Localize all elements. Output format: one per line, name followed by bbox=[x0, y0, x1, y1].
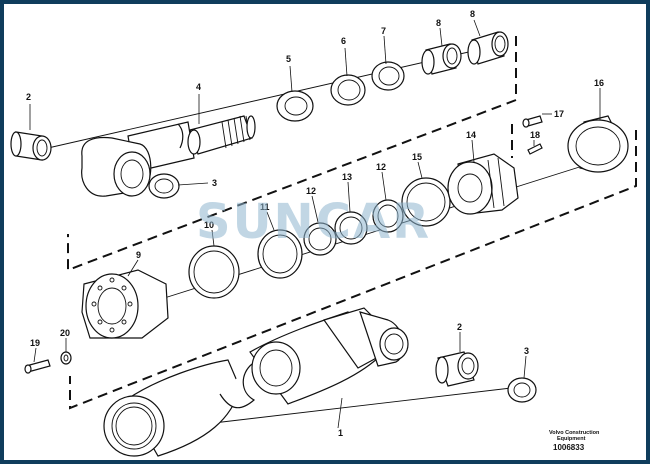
exploded-parts-diagram: 1 2 3 4 5 6 7 8 8 9 10 11 12 12 13 14 15… bbox=[10, 9, 637, 457]
label-part-3-top: 3 bbox=[212, 178, 217, 188]
label-part-16: 16 bbox=[594, 78, 604, 88]
rod-eye bbox=[81, 136, 152, 197]
cylinder-head-part-14 bbox=[447, 153, 519, 215]
washer-part-20 bbox=[60, 351, 72, 365]
screw-part-17 bbox=[522, 115, 543, 128]
ring-part-6 bbox=[330, 74, 366, 106]
label-part-2-bottom: 2 bbox=[457, 322, 462, 332]
caption-line-1: Volvo Construction bbox=[549, 430, 600, 436]
label-part-12-b: 12 bbox=[376, 162, 386, 172]
label-part-19: 19 bbox=[30, 338, 40, 348]
caption-line-2: Equipment bbox=[557, 436, 586, 442]
seal-part-13 bbox=[334, 211, 368, 245]
watermark: SUNCAR bbox=[196, 194, 431, 250]
ring-part-5 bbox=[276, 90, 314, 122]
bushing-part-2-bottom bbox=[435, 351, 479, 387]
label-part-17: 17 bbox=[554, 109, 564, 119]
label-part-5: 5 bbox=[286, 54, 291, 64]
seal-part-11 bbox=[257, 229, 303, 279]
backup-ring-part-12-a bbox=[303, 222, 337, 256]
label-part-9: 9 bbox=[136, 250, 141, 260]
label-part-10: 10 bbox=[204, 220, 214, 230]
label-part-14: 14 bbox=[466, 130, 476, 140]
bushing-part-2-top bbox=[10, 131, 52, 161]
ring-part-7 bbox=[371, 61, 405, 91]
upper-group-outline bbox=[67, 36, 517, 272]
label-part-18: 18 bbox=[530, 130, 540, 140]
label-part-3-bottom: 3 bbox=[524, 346, 529, 356]
middle-group-outline bbox=[69, 130, 637, 410]
label-part-7: 7 bbox=[381, 26, 386, 36]
bushing-part-8-b bbox=[467, 31, 509, 65]
cylinder-tube-part-1 bbox=[103, 307, 409, 457]
leader-lines bbox=[29, 19, 601, 429]
seal-ring-part-3-top bbox=[148, 173, 180, 199]
pin-part-18 bbox=[527, 143, 543, 155]
label-part-8-b: 8 bbox=[470, 9, 475, 19]
label-part-8-a: 8 bbox=[436, 18, 441, 28]
label-part-2-top: 2 bbox=[26, 92, 31, 102]
label-part-15: 15 bbox=[412, 152, 422, 162]
seal-part-15 bbox=[401, 177, 451, 227]
wear-ring-part-10 bbox=[188, 245, 240, 299]
label-part-4: 4 bbox=[196, 82, 201, 92]
label-part-20: 20 bbox=[60, 328, 70, 338]
backup-ring-part-12-b bbox=[372, 199, 404, 233]
label-part-11: 11 bbox=[260, 202, 270, 212]
bushing-part-8-a bbox=[421, 43, 462, 75]
label-part-6: 6 bbox=[341, 36, 346, 46]
label-part-1: 1 bbox=[338, 428, 343, 438]
piston-part-9 bbox=[81, 269, 169, 339]
bolt-part-19 bbox=[24, 359, 51, 374]
label-part-12-a: 12 bbox=[306, 186, 316, 196]
part-labels: 1 2 3 4 5 6 7 8 8 9 10 11 12 12 13 14 15… bbox=[26, 9, 604, 438]
seal-ring-part-3-bottom bbox=[507, 377, 537, 403]
guide-ring-part-16 bbox=[567, 115, 629, 173]
label-part-13: 13 bbox=[342, 172, 352, 182]
document-number: 1006833 bbox=[553, 443, 585, 452]
